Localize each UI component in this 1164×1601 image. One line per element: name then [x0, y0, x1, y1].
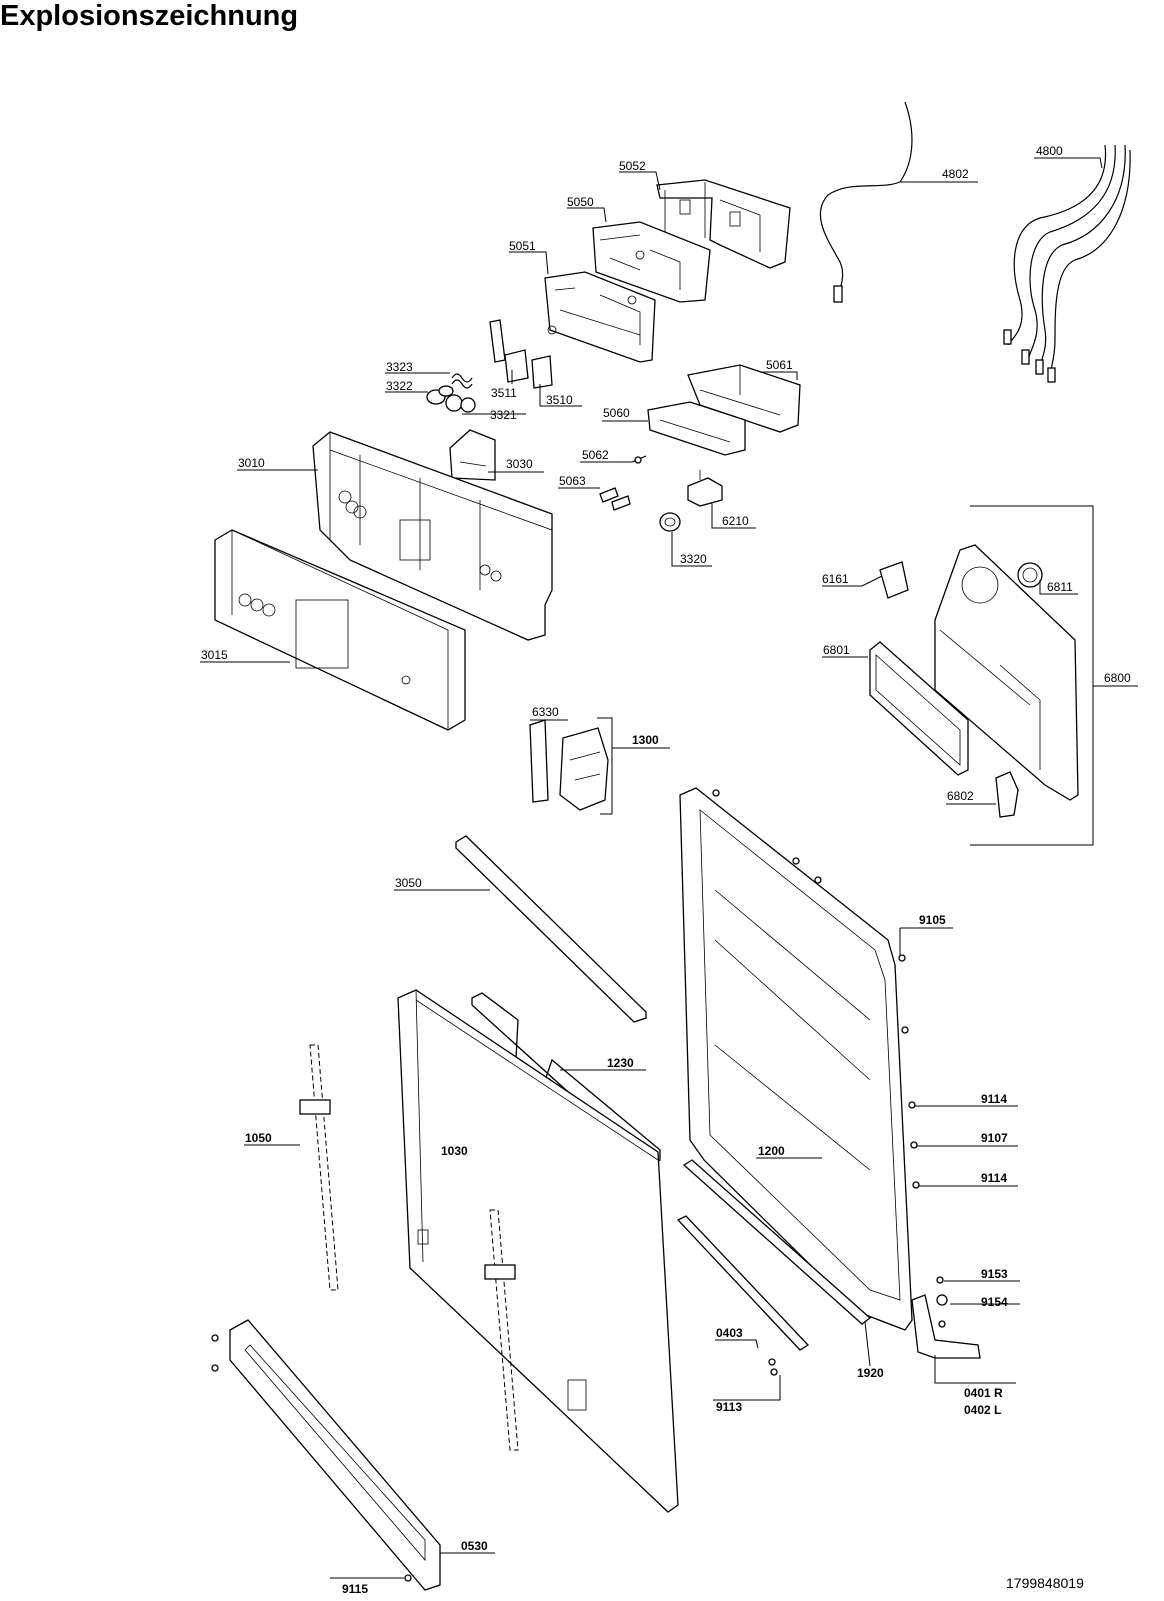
callout-3510: 3510 [546, 393, 573, 407]
part-0530-handle [229, 1319, 441, 1591]
part-6210-switch [687, 470, 723, 507]
callout-3320: 3320 [680, 552, 707, 566]
callout-9107: 9107 [981, 1131, 1008, 1145]
callout-5062: 5062 [582, 448, 609, 462]
part-6802-valve [995, 771, 1019, 818]
part-6161-bracket [879, 561, 909, 599]
callout-0402-l: 0402 L [964, 1403, 1001, 1417]
part-1200-inner-door [679, 787, 913, 1331]
callout-3321: 3321 [490, 408, 517, 422]
callout-5060: 5060 [603, 406, 630, 420]
callout-0403: 0403 [716, 1326, 743, 1340]
part-3010-control-housing [312, 431, 553, 641]
leader-lines [200, 157, 1138, 1579]
callout-6161: 6161 [822, 572, 849, 586]
part-5050-pcb [592, 221, 711, 303]
part-4802-cable [819, 101, 913, 303]
callout-9114-upper: 9114 [981, 1092, 1007, 1106]
part-5052-bracket [656, 179, 791, 269]
callout-0530: 0530 [461, 1539, 488, 1553]
callout-9114-lower: 9114 [981, 1171, 1007, 1185]
callout-6802: 6802 [947, 789, 974, 803]
callout-9154: 9154 [981, 1295, 1008, 1309]
callout-6811: 6811 [1047, 580, 1073, 594]
part-6800-dispenser [934, 544, 1079, 801]
callout-6210: 6210 [722, 514, 749, 528]
part-3323-spring [451, 373, 473, 389]
callout-5050: 5050 [567, 195, 594, 209]
part-0401-hinge [911, 1294, 981, 1359]
part-rail-right [484, 1209, 519, 1451]
callout-3511: 3511 [491, 386, 517, 400]
callout-5051: 5051 [509, 239, 536, 253]
callout-1030: 1030 [441, 1144, 468, 1158]
callout-9105: 9105 [919, 913, 946, 927]
callout-0401-r: 0401 R [964, 1386, 1003, 1400]
part-3320-knob [659, 512, 681, 532]
part-0403-seal-strip [676, 1215, 810, 1351]
part-screws [211, 789, 948, 1582]
callout-labels: 5052 5050 5051 4802 4800 3323 3322 3321 … [201, 144, 1131, 1596]
part-1030-outer-door [397, 989, 679, 1513]
callout-3010: 3010 [238, 456, 265, 470]
callout-9153: 9153 [981, 1267, 1008, 1281]
part-5063-screws [599, 487, 631, 511]
part-3321-knob [445, 394, 476, 413]
part-3015-fascia-panel [214, 529, 466, 731]
part-3030-bracket [449, 429, 496, 481]
part-3322-knob [426, 385, 454, 405]
part-5062-screw [631, 455, 647, 464]
page-title: Explosionszeichnung [0, 0, 299, 32]
callout-6330: 6330 [532, 705, 559, 719]
part-3510-connector [531, 355, 553, 389]
part-5060-cover [647, 401, 746, 456]
callout-6801: 6801 [823, 643, 850, 657]
part-3511-connector [489, 319, 529, 383]
callout-6800: 6800 [1104, 671, 1131, 685]
callout-5052: 5052 [619, 159, 646, 173]
part-1300-lock-assembly [559, 727, 609, 811]
callout-3030: 3030 [506, 457, 533, 471]
part-1920-seal-strip [682, 1159, 872, 1325]
callout-1230: 1230 [607, 1056, 634, 1070]
part-5051-pcb [544, 271, 656, 363]
callout-5061: 5061 [766, 358, 793, 372]
part-4800-cable-harness [1003, 144, 1131, 383]
part-1050-hinge-rail [299, 1044, 339, 1291]
part-3050-strip [455, 835, 647, 1023]
callout-9113: 9113 [716, 1400, 742, 1414]
part-6330-switch [529, 719, 549, 803]
callout-9115: 9115 [342, 1582, 368, 1596]
callout-1920: 1920 [857, 1366, 884, 1380]
document-number: 1799848019 [1006, 1575, 1084, 1591]
callout-5063: 5063 [559, 474, 586, 488]
part-6811-seal [1017, 562, 1043, 588]
callout-3015: 3015 [201, 648, 228, 662]
callout-1300: 1300 [632, 733, 659, 747]
callout-4802: 4802 [942, 167, 969, 181]
callout-3050: 3050 [395, 876, 422, 890]
callout-4800: 4800 [1036, 144, 1063, 158]
callout-1050: 1050 [245, 1131, 272, 1145]
callout-3322: 3322 [386, 379, 413, 393]
callout-1200: 1200 [758, 1144, 785, 1158]
callout-3323: 3323 [386, 360, 413, 374]
part-6801-gasket [869, 641, 969, 776]
